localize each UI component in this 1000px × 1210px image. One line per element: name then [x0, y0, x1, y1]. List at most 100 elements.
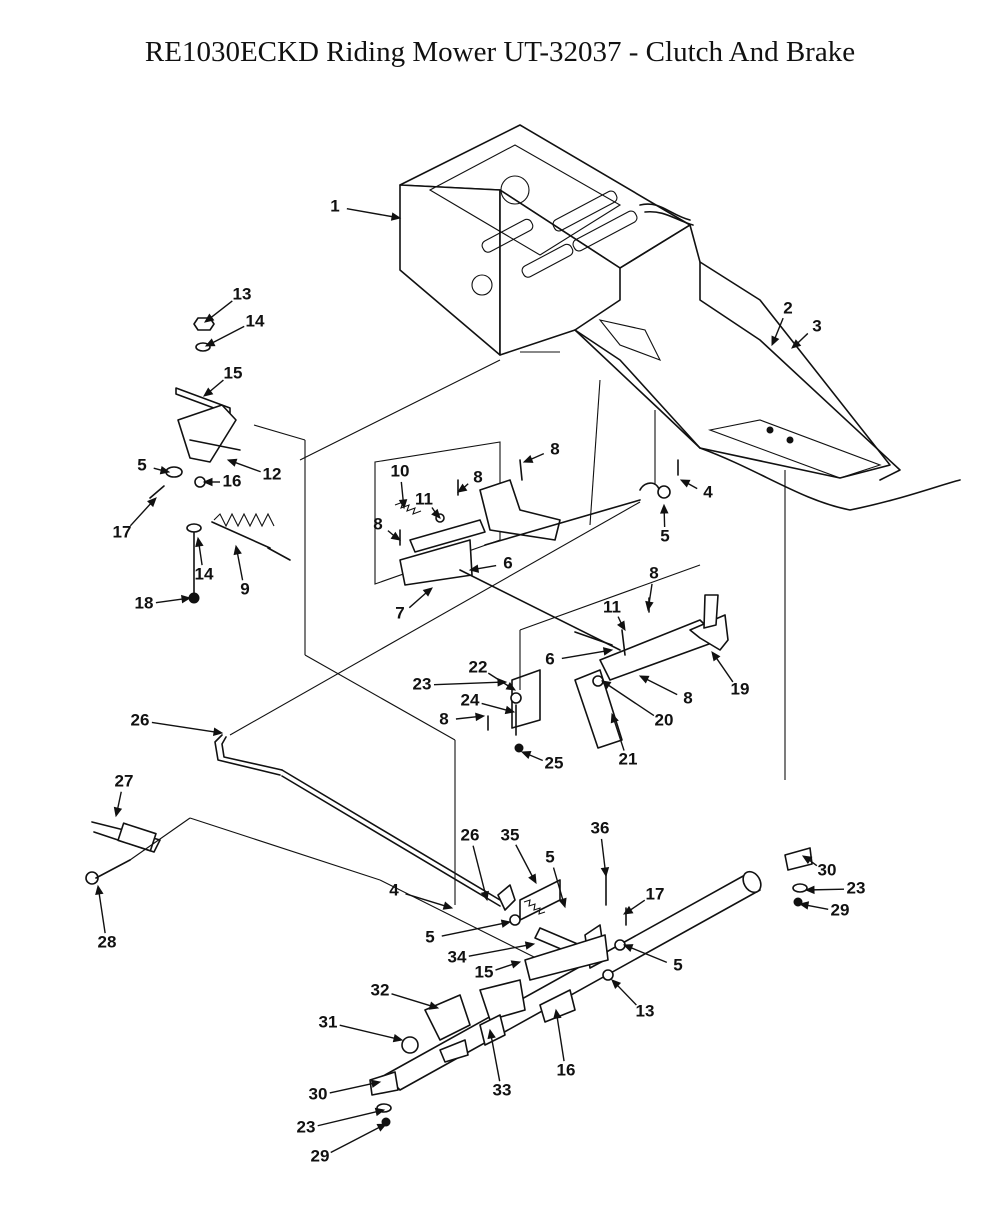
callout-5: 5: [622, 944, 683, 974]
callout-label: 20: [655, 710, 674, 729]
callout-25: 25: [520, 750, 563, 772]
callout-24: 24: [461, 690, 516, 715]
callout-label: 6: [503, 553, 512, 572]
callout-8: 8: [638, 675, 693, 707]
arrowhead: [798, 901, 810, 910]
arrowhead: [791, 339, 802, 349]
leader-line: [329, 1082, 375, 1094]
callout-2: 2: [771, 298, 793, 347]
arrowhead: [226, 458, 238, 467]
arrowhead: [456, 483, 468, 493]
callout-label: 14: [195, 564, 214, 583]
callout-label: 27: [115, 771, 134, 790]
leader-line: [330, 1126, 381, 1154]
leader-line: [472, 845, 487, 895]
cable-part: [85, 817, 541, 961]
leader-line: [468, 944, 529, 957]
arrowhead: [376, 1123, 388, 1132]
leader-line: [346, 207, 395, 218]
callout-label: 5: [545, 847, 554, 866]
callout-16: 16: [553, 1008, 575, 1079]
callout-29: 29: [311, 1123, 388, 1165]
leader-line: [317, 1110, 379, 1127]
callout-label: 13: [636, 1001, 655, 1020]
arrowhead: [147, 497, 157, 508]
leader-line: [645, 677, 678, 696]
arrowhead: [504, 705, 516, 715]
callout-29: 29: [798, 900, 849, 919]
callout-label: 5: [425, 927, 434, 946]
arrowhead: [771, 335, 780, 347]
callout-5: 5: [425, 919, 512, 946]
callout-17: 17: [622, 884, 664, 915]
leader-line: [714, 656, 734, 683]
leader-line: [198, 543, 203, 566]
arrowhead: [645, 600, 654, 612]
arrowhead: [622, 944, 634, 953]
callout-27: 27: [113, 771, 134, 818]
callout-15: 15: [203, 363, 242, 397]
leader-line: [233, 461, 261, 473]
callout-4: 4: [679, 479, 713, 501]
callout-26: 26: [461, 825, 489, 902]
arrowhead: [610, 712, 619, 724]
arrowhead: [617, 620, 626, 632]
callout-23: 23: [297, 1107, 386, 1136]
callout-7: 7: [395, 587, 433, 622]
callout-5: 5: [137, 455, 171, 474]
leader-line: [405, 893, 447, 907]
callout-11: 11: [603, 597, 626, 632]
callout-label: 32: [371, 980, 390, 999]
callout-31: 31: [319, 1012, 404, 1043]
callout-6: 6: [468, 553, 513, 573]
callout-label: 4: [389, 880, 399, 899]
arrowhead: [475, 712, 486, 722]
arrowhead: [390, 212, 402, 221]
leader-line: [408, 591, 428, 609]
arrowhead: [204, 338, 216, 347]
callout-8: 8: [456, 467, 483, 493]
leader-line: [773, 317, 784, 340]
arrowhead: [195, 536, 204, 548]
arrowhead: [202, 477, 213, 487]
callout-label: 11: [415, 489, 433, 508]
leader-line: [209, 300, 233, 320]
leader-line: [481, 702, 509, 712]
callout-8: 8: [522, 439, 560, 463]
callout-label: 28: [98, 932, 117, 951]
callout-1: 1: [330, 196, 402, 221]
leader-line: [211, 325, 245, 344]
callout-23: 23: [413, 674, 508, 693]
arrowhead: [374, 1107, 386, 1117]
callout-14: 14: [204, 311, 265, 347]
callout-5: 5: [660, 503, 670, 545]
arrowhead: [553, 1008, 562, 1020]
leader-line: [796, 332, 809, 345]
callout-label: 15: [475, 962, 494, 981]
callout-21: 21: [610, 712, 637, 768]
arrowhead: [524, 941, 536, 950]
arrowhead: [113, 806, 123, 818]
callout-8: 8: [373, 514, 402, 541]
leader-line: [613, 719, 625, 751]
leader-line: [648, 583, 653, 605]
callout-6: 6: [545, 647, 614, 668]
callout-label: 8: [473, 467, 482, 486]
page-title: RE1030ECKD Riding Mower UT-32037 - Clutc…: [144, 36, 856, 68]
callout-13: 13: [203, 284, 251, 323]
callout-label: 8: [683, 688, 692, 707]
arrowhead: [558, 897, 567, 909]
arrowhead: [431, 508, 441, 519]
leader-line: [475, 564, 497, 570]
arrowhead: [804, 885, 815, 895]
leader-line: [527, 753, 544, 762]
leader-line: [151, 721, 217, 733]
arrowhead: [528, 873, 537, 885]
arrowhead: [480, 890, 489, 902]
leader-line: [490, 1035, 501, 1082]
callout-label: 33: [493, 1080, 512, 1099]
arrowhead: [468, 564, 480, 573]
arrowhead: [428, 1001, 440, 1010]
leader-line: [495, 963, 515, 971]
leader-line: [615, 983, 637, 1006]
